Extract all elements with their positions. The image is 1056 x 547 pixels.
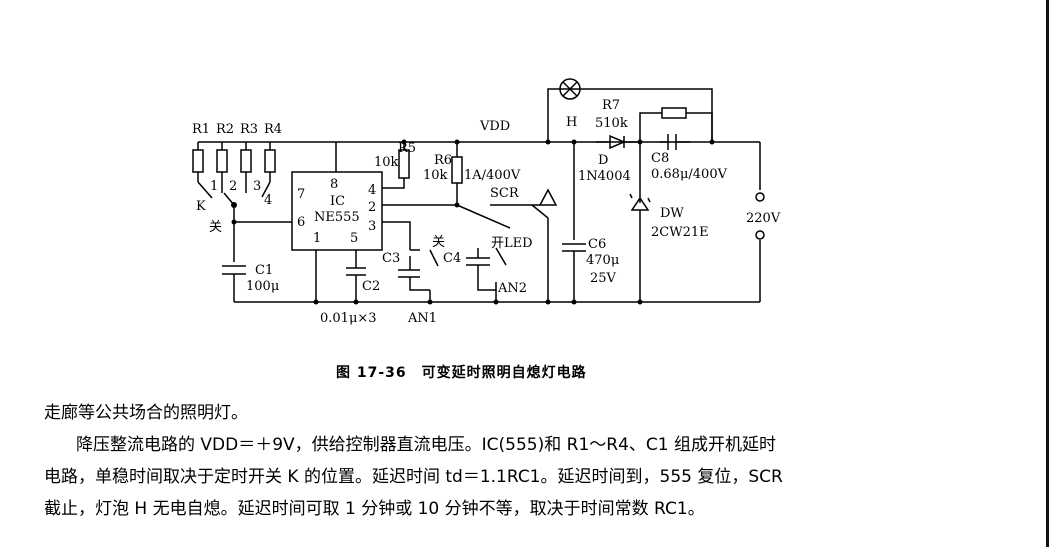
c1-value: 100μ [246, 279, 279, 294]
c6-value: 470μ [586, 253, 619, 268]
c6-label: C6 [588, 237, 606, 252]
switch-pos-2: 2 [229, 179, 237, 194]
c8-value: 0.68μ/400V [651, 167, 728, 182]
c8-label: C8 [651, 151, 669, 166]
r7-label: R7 [602, 98, 620, 113]
pin-1-label: 1 [313, 231, 321, 246]
capacitor-note: 0.01μ×3 [320, 311, 377, 326]
diode-label: D [598, 153, 608, 168]
scr-label: SCR [490, 186, 520, 201]
r5-label: R5 [398, 141, 416, 156]
c6-voltage: 25V [590, 271, 617, 286]
switch-pos-1: 1 [210, 179, 218, 194]
pin-2-label: 2 [368, 200, 376, 215]
vdd-label: VDD [479, 119, 510, 134]
r5-value: 10k [374, 155, 399, 170]
c1-label: C1 [255, 263, 273, 278]
c4-label: C4 [443, 251, 461, 266]
circuit-schematic: R1 R2 R3 R4 R5 10k R6 10k VDD H R7 510k … [192, 78, 781, 326]
switch-k-label: K [196, 199, 206, 214]
r1-label: R1 [192, 122, 210, 137]
paragraph-2: 降压整流电路的 VDD＝＋9V，供给控制器直流电压。IC(555)和 R1～R4… [76, 435, 777, 455]
page-edge-rule [1046, 0, 1049, 547]
c2-label: C2 [362, 279, 380, 294]
an2-label: AN2 [497, 281, 527, 296]
r2-label: R2 [216, 122, 234, 137]
pin-5-label: 5 [350, 231, 358, 246]
paragraph-1: 走廊等公共场合的照明灯。 [44, 403, 248, 423]
figure-caption: 图 17-36 可变延时照明自熄灯电路 [336, 365, 587, 381]
c3-label: C3 [382, 251, 400, 266]
mains-label: 220V [746, 211, 781, 226]
diode-value: 1N4004 [578, 169, 631, 184]
r6-value: 10k [423, 168, 448, 183]
paragraph-4: 截止，灯泡 H 无电自熄。延迟时间可取 1 分钟或 10 分钟不等，取决于时间常… [44, 499, 705, 519]
paragraph-3: 电路，单稳时间取决于定时开关 K 的位置。延迟时间 td＝1.1RC1。延迟时间… [44, 467, 783, 487]
switch-pos-4: 4 [264, 193, 272, 208]
ic-model-label: NE555 [314, 210, 360, 225]
off-button-label: 关 [432, 235, 445, 250]
switch-off-label: 关 [209, 220, 222, 235]
pin-6-label: 6 [297, 215, 305, 230]
zener-value: 2CW21E [651, 225, 709, 240]
pin-7-label: 7 [297, 187, 305, 202]
fuse-value: 1A/400V [464, 168, 521, 183]
zener-label: DW [660, 206, 684, 221]
on-led-label: 开LED [491, 236, 533, 251]
an1-label: AN1 [407, 311, 437, 326]
pin-8-label: 8 [330, 177, 338, 192]
r4-label: R4 [264, 122, 282, 137]
lamp-h-label: H [566, 115, 577, 130]
r3-label: R3 [240, 122, 258, 137]
switch-pos-3: 3 [253, 179, 261, 194]
pin-4-label: 4 [368, 183, 376, 198]
ic-label: IC [330, 194, 345, 209]
pin-3-label: 3 [368, 219, 376, 234]
r7-value: 510k [595, 116, 628, 131]
r6-label: R6 [434, 153, 452, 168]
